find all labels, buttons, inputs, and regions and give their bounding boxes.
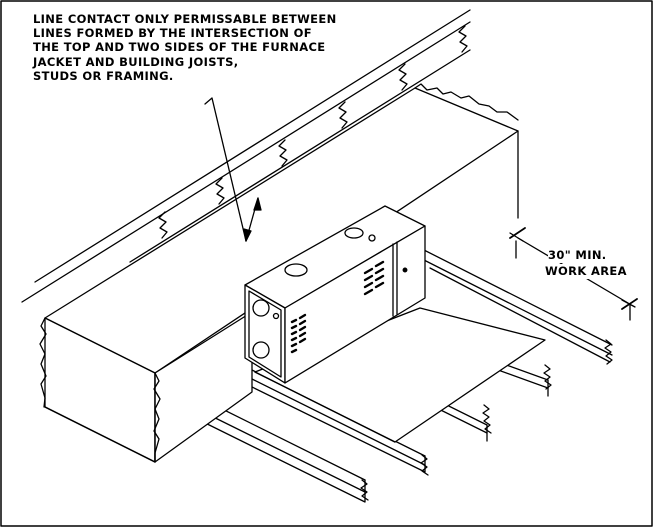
callout-leader: [204, 97, 262, 242]
ceiling-joist: [21, 9, 471, 303]
dimension-label-work-area: WORK AREA: [545, 264, 627, 279]
note-line-2: LINES FORMED BY THE INTERSECTION OF: [33, 26, 312, 41]
duct-run: [39, 83, 519, 463]
dimension-label-min: 30" MIN.: [548, 248, 607, 263]
furnace-cabinet: [244, 205, 426, 384]
note-line-4: JACKET AND BUILDING JOISTS,: [33, 54, 239, 69]
note-line-3: THE TOP AND TWO SIDES OF THE FURNACE: [33, 40, 326, 55]
note-line-1: LINE CONTACT ONLY PERMISSABLE BETWEEN: [33, 12, 337, 26]
platform-edge: [254, 371, 396, 443]
installation-note: LINE CONTACT ONLY PERMISSABLE BETWEEN LI…: [33, 12, 393, 83]
note-line-5: STUDS OR FRAMING.: [33, 68, 174, 83]
floor-joist-back: [419, 247, 613, 365]
